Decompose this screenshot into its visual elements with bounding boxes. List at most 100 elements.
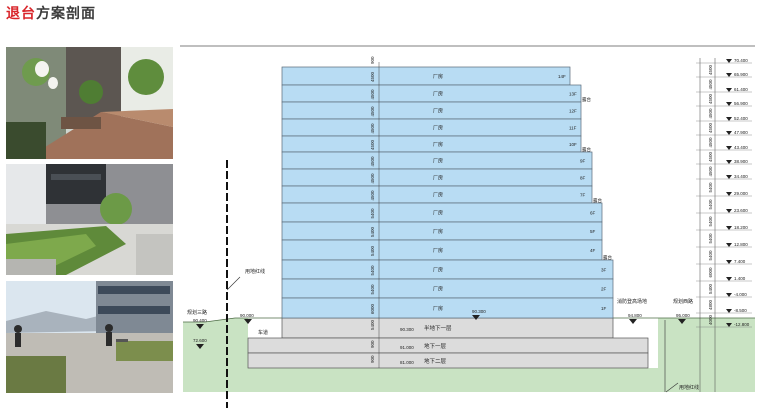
floor-level-label: 11F xyxy=(569,126,577,131)
floor-slab xyxy=(281,278,614,299)
scale-elevation-label: -4.000 xyxy=(734,292,747,297)
floor-slab xyxy=(281,135,582,153)
fire-lane-label: 消防登高场地 xyxy=(617,298,647,305)
scale-marker xyxy=(726,73,732,77)
scale-marker xyxy=(726,323,732,327)
floor-slab xyxy=(281,84,582,103)
scale-height-label: 5400 xyxy=(708,283,713,294)
scale-elevation-label: 43.400 xyxy=(734,145,748,150)
scale-height-label: 4500 xyxy=(708,79,713,90)
road-left-label: 规划三路 xyxy=(187,309,207,316)
floor-level-label: 14F xyxy=(558,74,566,79)
scale-elevation-label: 34.400 xyxy=(734,174,748,179)
scale-height-label: 4500 xyxy=(708,137,713,148)
roof-terrace-photo-3 xyxy=(6,281,173,393)
basement-b3-name: 地下二层 xyxy=(424,357,447,365)
basement-b1-name: 半地下一层 xyxy=(424,324,452,332)
floor-height-label: 4500 xyxy=(370,156,375,167)
floor-slab xyxy=(281,259,614,280)
scale-height-label: 4500 xyxy=(708,93,713,104)
floor-height-label: 5400 xyxy=(370,226,375,237)
scale-marker xyxy=(726,260,732,264)
elev-left-inner: 90.000 xyxy=(240,313,254,318)
ground-fill xyxy=(183,318,755,392)
scale-marker xyxy=(726,146,732,150)
right-dimension-scale: 70.400 65.900 61.400 56.900 52.400 47.900 43.4… xyxy=(696,58,752,392)
floor-height-label: 6000 xyxy=(370,303,375,314)
basement-b2 xyxy=(247,337,649,354)
floor-level-label: 3F xyxy=(601,268,607,273)
floor-use-label: 厂房 xyxy=(433,175,443,182)
scale-height-label: 4500 xyxy=(708,64,713,75)
terrace-label: 露台 xyxy=(582,146,591,153)
elev-left-low: 72.600 xyxy=(193,338,207,343)
scale-elevation-label: 47.900 xyxy=(734,130,748,135)
floor-height-label: 4500 xyxy=(370,106,375,117)
floor-use-label: 厂房 xyxy=(433,73,443,80)
floor-level-label: 9F xyxy=(580,159,586,164)
scale-height-label: 6000 xyxy=(708,267,713,278)
scale-marker xyxy=(726,277,732,281)
scale-marker xyxy=(726,59,732,63)
roof-terrace-photo-2 xyxy=(6,164,173,275)
floor-level-label: 7F xyxy=(580,193,586,198)
scale-height-label: 5400 xyxy=(708,182,713,193)
floor-level-label: 2F xyxy=(601,287,607,292)
floor-height-label: 5400 xyxy=(370,208,375,219)
terrace-label: 露台 xyxy=(582,96,591,103)
floor-level-label: 10F xyxy=(569,142,577,147)
basement-b3 xyxy=(247,352,649,369)
floor-slab xyxy=(281,66,571,86)
page-title: 退台方案剖面 xyxy=(6,3,96,23)
scale-elevation-label: 29.000 xyxy=(734,191,748,196)
scale-elevation-label: 65.900 xyxy=(734,72,748,77)
scale-elevation-label: 61.400 xyxy=(734,87,748,92)
floor-height-label: 4500 xyxy=(370,190,375,201)
scale-marker xyxy=(726,175,732,179)
scale-marker xyxy=(726,102,732,106)
floor-height-label: 4500 xyxy=(370,123,375,134)
floor-level-label: 8F xyxy=(580,176,586,181)
page-title-rest: 方案剖面 xyxy=(36,5,96,21)
floor-use-label: 厂房 xyxy=(433,91,443,98)
scale-elevation-label: 38.900 xyxy=(734,159,748,164)
scale-height-label: 4500 xyxy=(708,166,713,177)
floor-slab xyxy=(281,297,614,319)
scale-elevation-label: 7.400 xyxy=(734,259,746,264)
elev-right-outer: 95.000 xyxy=(676,313,690,318)
floor-use-label: 厂房 xyxy=(433,305,443,312)
basement-b3-height: 900 xyxy=(370,355,375,363)
scale-marker xyxy=(726,243,732,247)
floor-level-label: 13F xyxy=(569,92,577,97)
floor-use-label: 厂房 xyxy=(433,286,443,293)
floor-slab xyxy=(281,118,582,137)
road-right-label: 规划西路 xyxy=(673,298,693,305)
scale-elevation-label: 1.400 xyxy=(734,276,746,281)
elev-right-inner: 94.800 xyxy=(628,313,642,318)
scale-height-label: 4500 xyxy=(708,108,713,119)
scale-elevation-label: -8.500 xyxy=(734,308,747,313)
scale-marker xyxy=(726,309,732,313)
scale-height-label: 5400 xyxy=(708,233,713,244)
parapet-height: 900 xyxy=(370,56,375,64)
scale-elevation-label: 12.800 xyxy=(734,242,748,247)
scale-elevation-label: 70.400 xyxy=(734,58,748,63)
scale-height-label: 4000 xyxy=(708,314,713,325)
scale-height-label: 5400 xyxy=(708,250,713,261)
scale-marker xyxy=(726,88,732,92)
scale-elevation-label: 56.900 xyxy=(734,101,748,106)
floor-level-label: 6F xyxy=(590,211,596,216)
terrace-label: 露台 xyxy=(593,197,602,204)
floor-slab xyxy=(281,101,582,120)
scale-height-label: 4800 xyxy=(708,299,713,310)
floor-use-label: 厂房 xyxy=(433,247,443,254)
scale-elevation-label: 23.600 xyxy=(734,208,748,213)
elev-left-outer: 90.400 xyxy=(193,318,207,323)
scale-marker xyxy=(726,160,732,164)
basement-b3-elev: 81.000 xyxy=(400,360,414,365)
lane-label: 车道 xyxy=(258,329,268,336)
scale-elevation-label: 52.400 xyxy=(734,116,748,121)
basement-b1-height: 5400 xyxy=(370,319,375,330)
